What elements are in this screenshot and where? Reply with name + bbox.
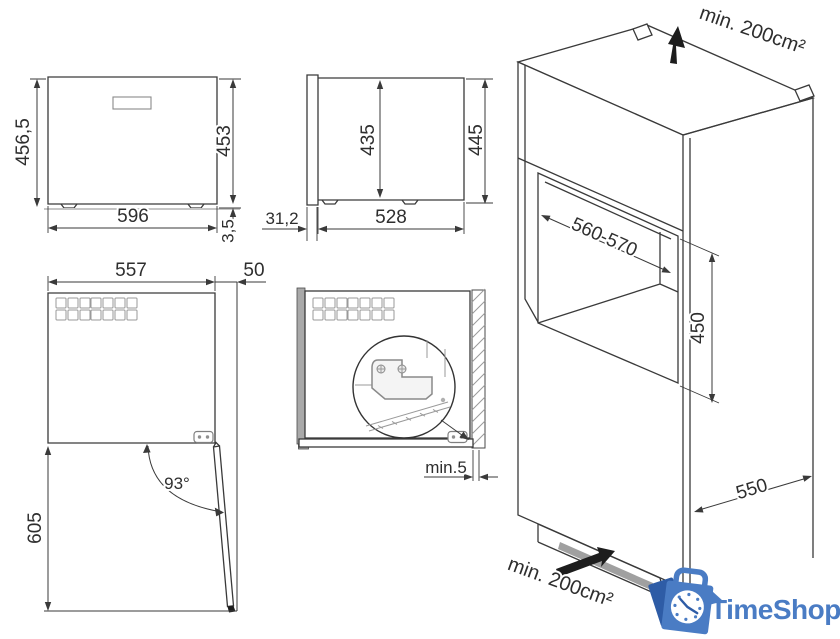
front-view-body — [47, 76, 218, 205]
right-cabinet-wall — [471, 289, 486, 449]
dim-niche-depth: 550 — [734, 475, 770, 504]
vent-grille — [558, 542, 653, 590]
label-vent-top: min. 200cm² — [697, 2, 809, 59]
dim-side-gap: min.5 — [425, 458, 467, 477]
dim-side-height-inner: 435 — [358, 124, 379, 156]
dim-side-depth: 528 — [375, 207, 407, 228]
side-view-door-panel — [306, 74, 319, 206]
logo-bag-icon — [661, 567, 714, 635]
dim-front-width: 596 — [117, 206, 149, 227]
top-view-installed: min.5 — [296, 287, 498, 481]
wall-hatching — [471, 288, 486, 447]
side-view-body — [318, 77, 465, 201]
dim-side-front-panel: 31,2 — [265, 209, 298, 228]
top-view-door-open: 557 50 605 93° — [23, 258, 267, 613]
left-cabinet-wall — [296, 287, 306, 445]
dim-front-height-overall: 456,5 — [13, 118, 34, 166]
rear-corner-notch — [794, 84, 815, 102]
display-panel — [112, 96, 152, 110]
door-swing-arc — [147, 445, 223, 513]
hinge-pin — [440, 397, 446, 403]
niche-opening — [537, 171, 679, 384]
side-view: 435 445 528 31,2 — [262, 74, 493, 241]
rear-corner-notch — [632, 23, 653, 41]
dim-front-base-height: 3,5 — [218, 219, 237, 243]
cabinet-right-face — [682, 97, 814, 558]
dim-plan-side-clearance: 50 — [243, 260, 264, 281]
airflow-arrow-bottom-icon — [556, 547, 615, 577]
open-door — [212, 445, 235, 608]
timeshop-logo: TimeShop — [648, 567, 840, 635]
dim-front-height-body: 453 — [214, 125, 235, 157]
dim-side-height-overall: 445 — [466, 124, 487, 156]
front-view: 456,5 453 3,5 596 — [11, 76, 241, 245]
dim-door-angle: 93° — [164, 474, 190, 493]
hinge-bracket — [193, 430, 214, 444]
door-front-edge — [298, 438, 474, 448]
logo-wordmark: TimeShop — [710, 594, 840, 625]
door-section-hatch — [365, 401, 451, 432]
dim-plan-depth-open: 605 — [25, 512, 46, 544]
hinge-mounting-plate — [371, 359, 433, 400]
vent-grid — [55, 297, 138, 321]
dim-niche-height: 450 — [688, 312, 709, 344]
dim-plan-width: 557 — [115, 260, 147, 281]
niche-3d-view: 560-570 450 550 min. 200cm² min. 200cm² — [503, 0, 815, 614]
airflow-arrow-top-icon — [668, 26, 685, 64]
logo-flag — [709, 591, 723, 605]
